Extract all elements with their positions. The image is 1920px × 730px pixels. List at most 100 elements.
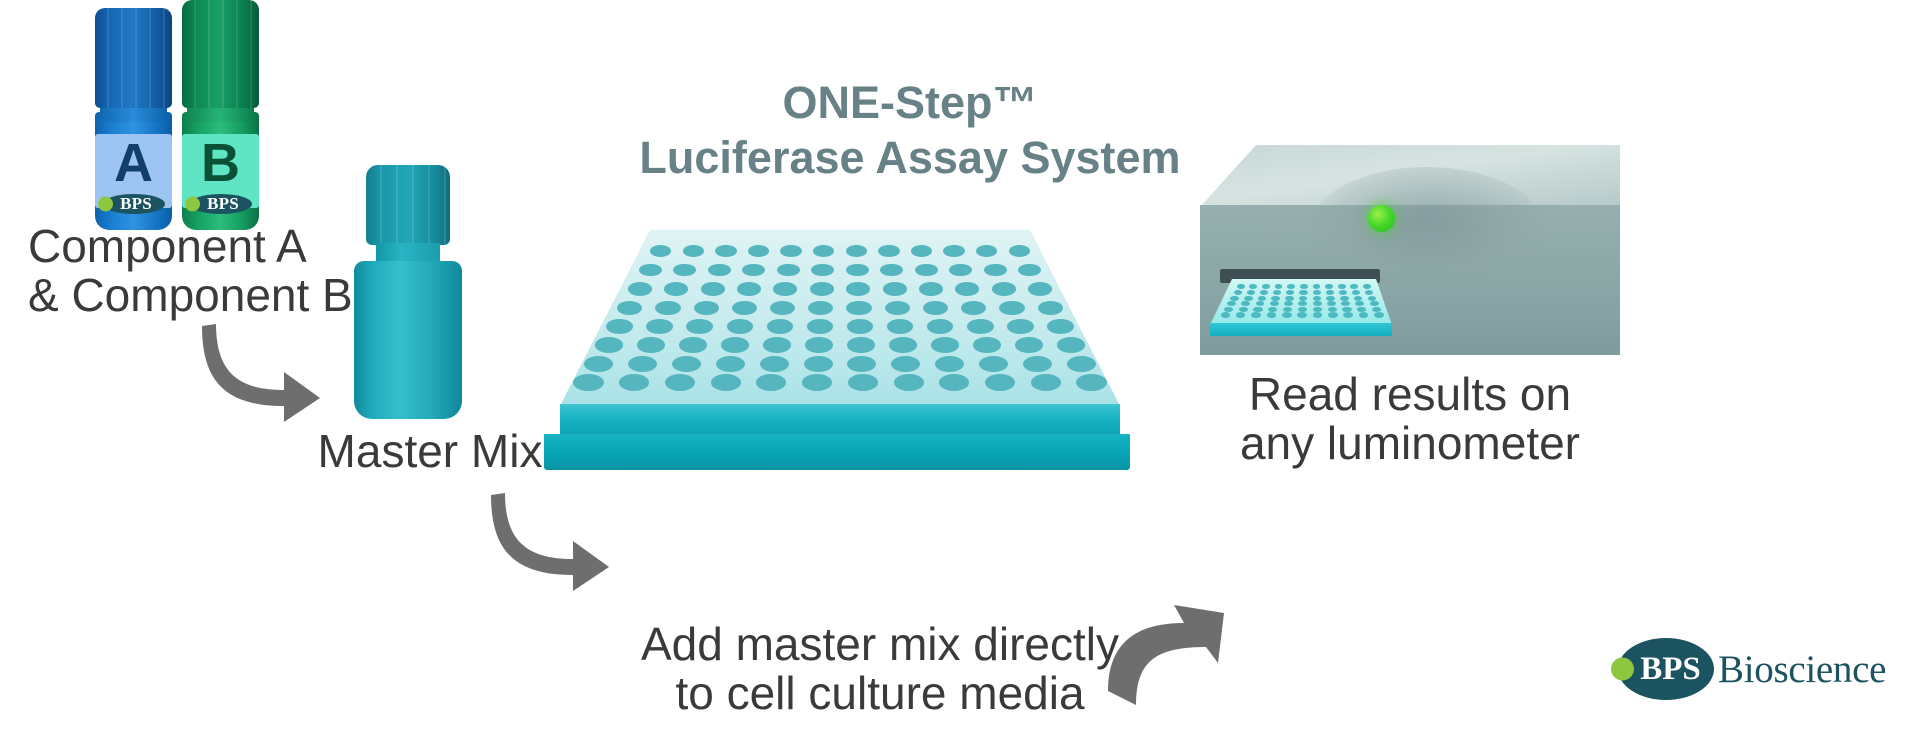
plate-well bbox=[847, 374, 878, 392]
plate-well bbox=[979, 355, 1008, 372]
step-components: A BPS B BPS Compon bbox=[0, 0, 360, 360]
plate-well bbox=[967, 318, 994, 334]
luminometer-plate-well bbox=[1235, 312, 1246, 318]
master-mix-neck bbox=[376, 243, 440, 265]
plate-well bbox=[573, 374, 604, 392]
master-mix-cap bbox=[366, 165, 450, 245]
luminometer-plate-wells bbox=[1210, 279, 1392, 329]
luminometer-plate-well bbox=[1374, 312, 1384, 318]
plate-well bbox=[846, 282, 871, 296]
plate-well bbox=[731, 300, 758, 315]
step-luminometer bbox=[1200, 145, 1620, 375]
plate-well bbox=[649, 245, 672, 258]
step-master-mix: Master Mix bbox=[318, 165, 580, 485]
vial-a-label: A BPS bbox=[95, 134, 172, 214]
plate-well bbox=[884, 300, 910, 315]
plate-well bbox=[715, 355, 745, 372]
luminometer-plate-well bbox=[1327, 306, 1337, 313]
plate-well bbox=[637, 337, 665, 353]
plate-well bbox=[1007, 318, 1034, 334]
luminometer-glow bbox=[1312, 167, 1542, 285]
plate-well bbox=[1022, 355, 1052, 372]
luminometer-plate-well bbox=[1371, 306, 1382, 313]
luminometer-plate-well bbox=[1286, 290, 1295, 295]
plate-well bbox=[584, 355, 614, 372]
vial-component-a: A BPS bbox=[95, 8, 172, 230]
vial-b-letter: B bbox=[201, 133, 240, 193]
plate-well bbox=[882, 282, 907, 296]
vial-b-logo-dot-icon bbox=[184, 196, 200, 212]
plate-well bbox=[809, 282, 834, 296]
luminometer-plate-well bbox=[1358, 312, 1369, 318]
plate-well bbox=[805, 337, 833, 353]
plate-well bbox=[845, 245, 868, 258]
plate-well bbox=[949, 263, 973, 277]
luminometer-plate-well bbox=[1227, 301, 1236, 307]
plate-well bbox=[955, 282, 980, 296]
luminometer-plate-well bbox=[1325, 284, 1334, 290]
step-plate bbox=[540, 230, 1140, 480]
luminometer-plate-well bbox=[1326, 295, 1335, 301]
plate-well bbox=[999, 300, 1025, 315]
luminometer-plate-well bbox=[1312, 295, 1322, 301]
luminometer-plate-well bbox=[1328, 312, 1338, 318]
plate-caption-line-1: Add master mix directly bbox=[640, 618, 1119, 670]
arrow-plate-to-luminometer-icon bbox=[1108, 605, 1224, 705]
luminometer-plate-well bbox=[1337, 284, 1346, 290]
plate-well bbox=[747, 245, 770, 258]
title-line-2: Luciferase Assay System bbox=[639, 131, 1181, 183]
plate-well bbox=[619, 374, 650, 392]
plate-well bbox=[707, 263, 731, 277]
plate-well bbox=[595, 337, 623, 353]
plate-well bbox=[878, 245, 900, 258]
plate-well bbox=[759, 355, 789, 372]
plate-well bbox=[808, 300, 834, 315]
plate-well bbox=[943, 245, 965, 258]
plate-well bbox=[1015, 337, 1043, 353]
luminometer-label-line-2: any luminometer bbox=[1239, 416, 1581, 469]
vial-b-cap bbox=[182, 0, 259, 108]
vial-b-label: B BPS bbox=[182, 133, 259, 214]
plate-well bbox=[682, 245, 705, 258]
luminometer-plate-well bbox=[1353, 295, 1363, 301]
luminometer-plate-well bbox=[1238, 306, 1248, 313]
plate-well bbox=[710, 374, 741, 392]
plate-well bbox=[763, 337, 791, 353]
plate-well bbox=[846, 318, 874, 334]
plate-well bbox=[1076, 374, 1107, 392]
luminometer-plate-well bbox=[1357, 306, 1367, 313]
luminometer-plate-well bbox=[1355, 301, 1365, 307]
plate-well bbox=[984, 374, 1016, 392]
luminometer-plate-edge bbox=[1210, 323, 1392, 336]
vial-b-bps-logo-icon: BPS bbox=[184, 194, 252, 214]
plate-well bbox=[721, 337, 749, 353]
luminometer-plate-well bbox=[1326, 301, 1336, 307]
luminometer-plate-well bbox=[1297, 312, 1307, 318]
luminometer-plate-well bbox=[1268, 306, 1278, 313]
plate-well bbox=[880, 263, 904, 277]
plate-deck-wrap bbox=[540, 230, 1140, 410]
luminometer-plate-well bbox=[1312, 312, 1323, 318]
plate-well bbox=[922, 300, 949, 315]
plate-well bbox=[686, 318, 713, 334]
luminometer-plate-well bbox=[1233, 290, 1242, 295]
plate-well bbox=[700, 282, 725, 296]
luminometer-plate-well bbox=[1343, 312, 1353, 318]
plate-well bbox=[1018, 263, 1041, 277]
luminometer-plate-well bbox=[1220, 312, 1231, 318]
luminometer-plate-well bbox=[1255, 301, 1265, 307]
plate-well bbox=[715, 245, 737, 258]
plate-well bbox=[606, 318, 633, 334]
luminometer-plate-well bbox=[1342, 306, 1352, 313]
components-label-line-1: Component A bbox=[28, 220, 307, 272]
luminometer-plate-well bbox=[1273, 290, 1282, 295]
plate-well bbox=[847, 355, 877, 372]
luminometer-plate-well bbox=[1352, 290, 1361, 295]
plate-well bbox=[806, 318, 834, 334]
plate-wells bbox=[540, 230, 1140, 410]
luminometer-plate-well bbox=[1325, 290, 1334, 295]
plate-well bbox=[910, 245, 933, 258]
luminometer-label: Read results on any luminometer bbox=[1210, 370, 1610, 468]
plate-well bbox=[770, 300, 796, 315]
luminometer-label-line-1: Read results on bbox=[1248, 368, 1572, 420]
